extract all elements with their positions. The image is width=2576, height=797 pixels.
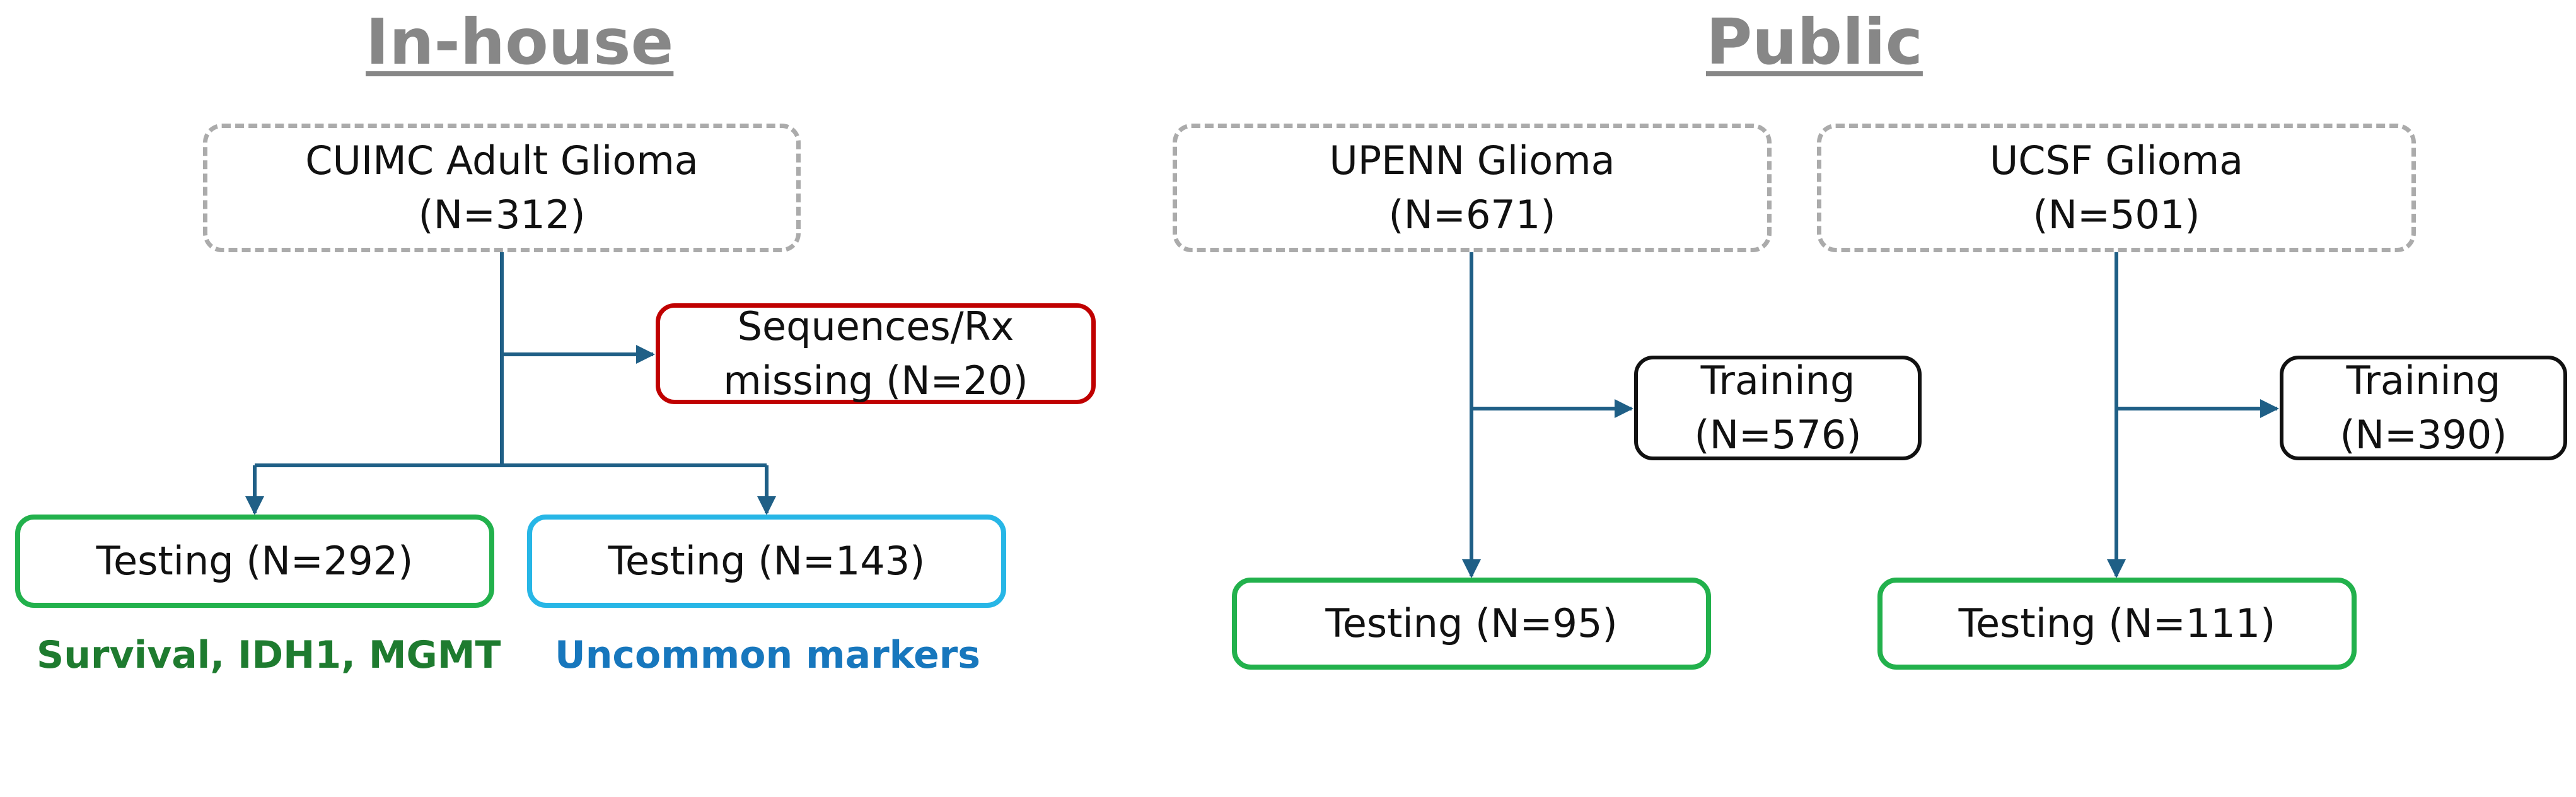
cuimc-adult-glioma-box: CUIMC Adult Glioma (N=312) (203, 124, 801, 252)
ucsf-training-count: (N=390) (2340, 412, 2507, 458)
cuimc-title: CUIMC Adult Glioma (305, 137, 699, 183)
ucsf-title: UCSF Glioma (1989, 137, 2244, 183)
sequences-missing-box: Sequences/Rx missing (N=20) (656, 303, 1096, 404)
heading-in-house: In-house (366, 5, 674, 79)
missing-line-2: missing (N=20) (723, 358, 1028, 404)
ucsf-testing-box: Testing (N=111) (1877, 578, 2357, 670)
ucsf-glioma-box: UCSF Glioma (N=501) (1817, 124, 2416, 252)
testing-143-label: Testing (N=143) (608, 538, 925, 584)
upenn-glioma-box: UPENN Glioma (N=671) (1173, 124, 1772, 252)
ucsf-count: (N=501) (2033, 192, 2200, 238)
upenn-testing-box: Testing (N=95) (1232, 578, 1711, 670)
testing-292-box: Testing (N=292) (15, 515, 494, 608)
ucsf-training-box: Training (N=390) (2280, 356, 2567, 460)
testing-292-label: Testing (N=292) (96, 538, 414, 584)
ucsf-testing-label: Testing (N=111) (1958, 600, 2276, 646)
caption-uncommon-markers: Uncommon markers (555, 633, 980, 677)
heading-public: Public (1706, 5, 1923, 79)
upenn-training-label: Training (1700, 358, 1855, 404)
ucsf-training-label: Training (2346, 358, 2501, 404)
missing-line-1: Sequences/Rx (737, 303, 1014, 349)
upenn-training-box: Training (N=576) (1634, 356, 1922, 460)
upenn-count: (N=671) (1388, 192, 1556, 238)
cuimc-count: (N=312) (418, 192, 586, 238)
upenn-testing-label: Testing (N=95) (1325, 600, 1618, 646)
upenn-training-count: (N=576) (1694, 412, 1862, 458)
testing-143-box: Testing (N=143) (527, 515, 1006, 608)
upenn-title: UPENN Glioma (1329, 137, 1615, 183)
caption-survival-idh1-mgmt: Survival, IDH1, MGMT (37, 633, 501, 677)
